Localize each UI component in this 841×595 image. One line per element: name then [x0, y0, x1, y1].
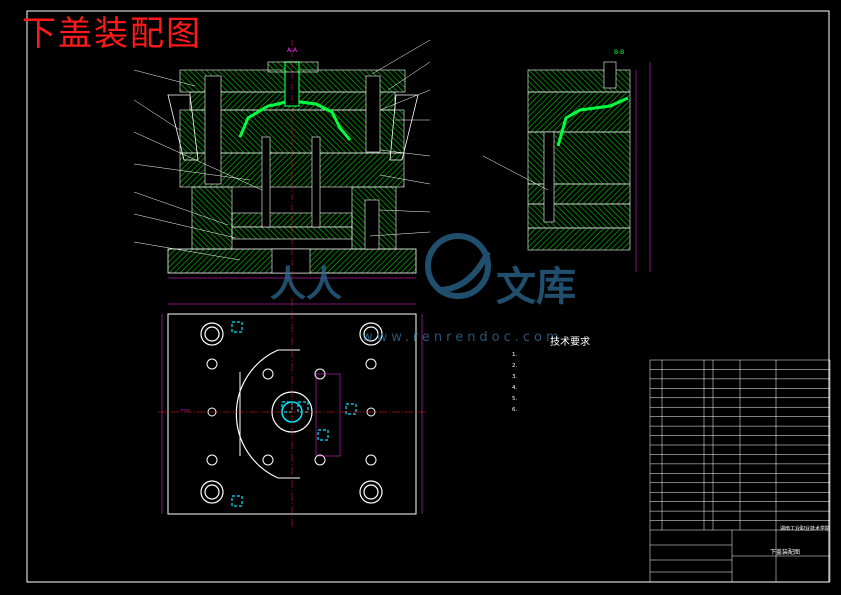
svg-text:文库: 文库 — [496, 264, 576, 310]
tech-requirements-heading: 技术要求 — [550, 337, 590, 348]
drawing-title: 下盖装配图 — [22, 14, 202, 54]
title-block-school: 湖南工业职业技术学院 — [780, 526, 831, 532]
title-block-drawing-name: 下盖装配图 — [770, 549, 801, 556]
svg-text:人人: 人人 — [270, 264, 342, 305]
front-section-view — [133, 39, 431, 290]
plan-view — [158, 298, 428, 528]
tech-item: 6. — [512, 407, 518, 413]
tech-item: 2. — [512, 363, 518, 369]
tech-item: 1. — [512, 352, 518, 358]
watermark-url: www.renrendoc.com — [362, 330, 563, 345]
drawing-border — [26, 10, 830, 583]
section-label-bb: B-B — [614, 49, 624, 56]
tech-item: 3. — [512, 374, 518, 380]
tech-item: 5. — [512, 396, 518, 402]
tech-requirements-list: 1. 2. 3. 4. 5. 6. — [512, 350, 517, 416]
parts-list-table — [649, 359, 831, 583]
section-label-aa: A-A — [287, 47, 298, 54]
side-section-view — [482, 61, 651, 272]
watermark-logo: 人人 文库 — [270, 233, 576, 310]
tech-item: 4. — [512, 385, 518, 391]
